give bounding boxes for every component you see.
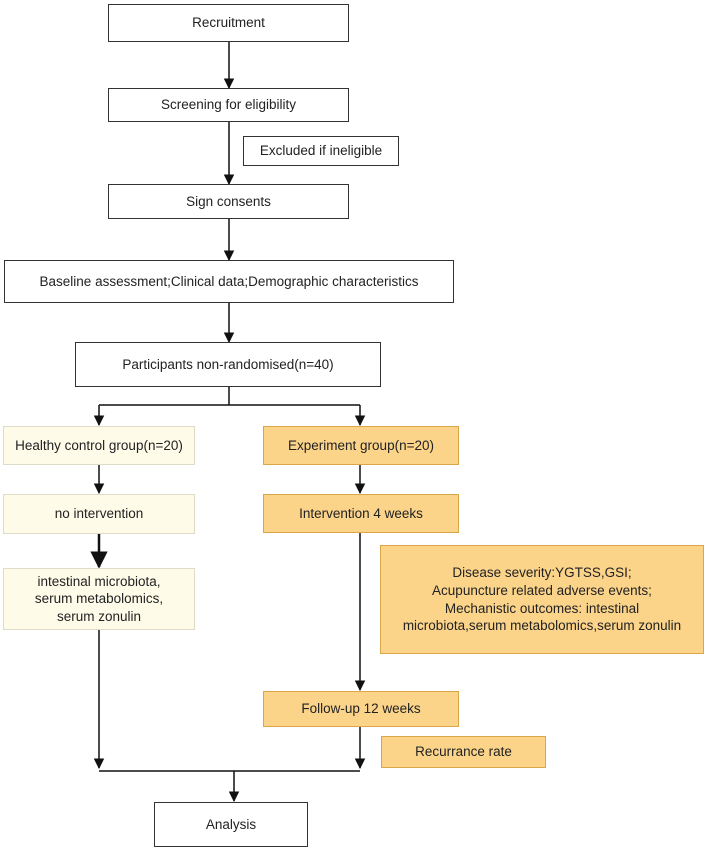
experiment-outcome-line: Mechanistic outcomes: intestinal: [444, 600, 640, 616]
recurrence-rate-box: Recurrance rate: [381, 736, 546, 768]
analysis-box: Analysis: [154, 802, 308, 847]
no-intervention-box: no intervention: [3, 494, 195, 534]
healthy-outcome-line: serum metabolomics,: [34, 591, 164, 607]
healthy-control-group-box: Healthy control group(n=20): [3, 426, 195, 465]
experiment-outcome-line: microbiota,serum metabolomics,serum zonu…: [402, 618, 682, 634]
experiment-outcomes-box: Disease severity:YGTSS,GSI; Acupuncture …: [380, 545, 704, 654]
followup-box: Follow-up 12 weeks: [263, 691, 459, 727]
recruitment-box: Recruitment: [108, 4, 349, 42]
healthy-outcome-line: intestinal microbiota,: [37, 573, 161, 589]
healthy-outcome-line: serum zonulin: [56, 608, 142, 624]
experiment-outcome-line: Disease severity:YGTSS,GSI;: [452, 565, 632, 581]
healthy-outcomes-box: intestinal microbiota, serum metabolomic…: [3, 568, 195, 630]
experiment-outcome-line: Acupuncture related adverse events;: [432, 582, 652, 598]
baseline-box: Baseline assessment;Clinical data;Demogr…: [4, 260, 454, 303]
intervention-box: Intervention 4 weeks: [263, 494, 459, 533]
screening-box: Screening for eligibility: [108, 88, 349, 122]
experiment-group-box: Experiment group(n=20): [263, 426, 459, 465]
excluded-box: Excluded if ineligible: [243, 136, 399, 166]
consents-box: Sign consents: [108, 184, 349, 219]
participants-box: Participants non-randomised(n=40): [75, 342, 381, 387]
